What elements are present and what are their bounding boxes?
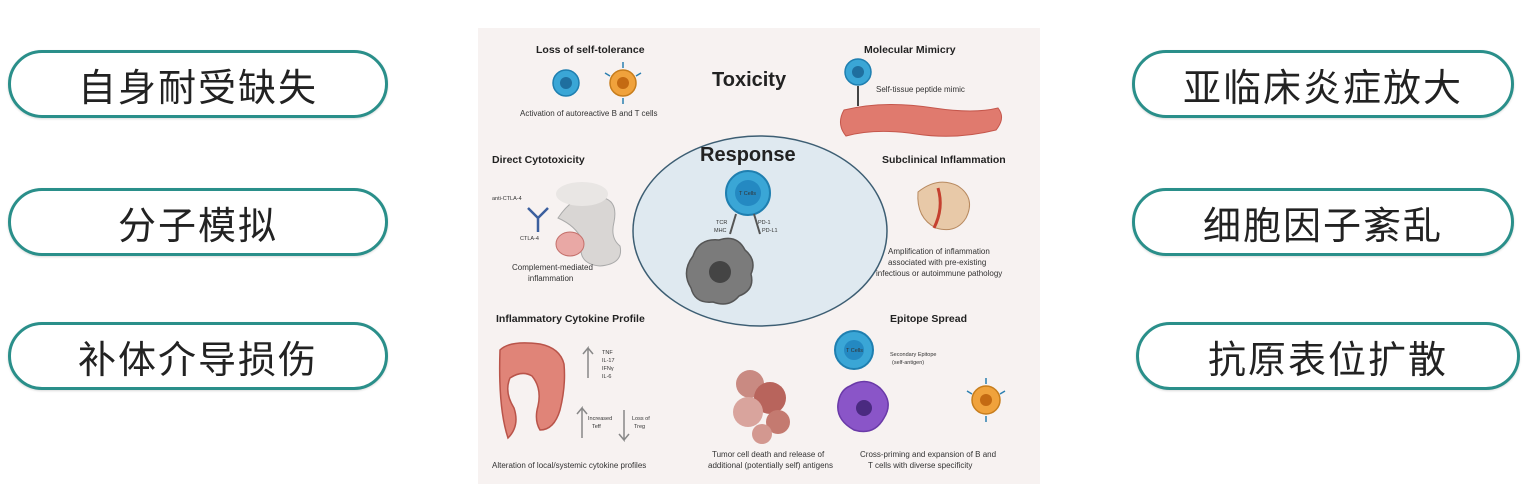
- self-tissue-icon: [840, 103, 1002, 137]
- toxicity-diagram-svg: Toxicity Response T Cells TCR MHC PD-1 P…: [492, 44, 1006, 470]
- pill-epitope-spread: 抗原表位扩散: [1136, 322, 1520, 390]
- epitope-title: Epitope Spread: [890, 313, 967, 325]
- epitope-antibody-icon: [966, 378, 1006, 422]
- t-cell-small-nucleus-icon: [560, 77, 572, 89]
- pill-subclinical-inflammation: 亚临床炎症放大: [1132, 50, 1514, 118]
- mimicry-t-cell-nucleus-icon: [852, 66, 864, 78]
- mimicry-caption: Self-tissue peptide mimic: [876, 85, 965, 94]
- pill-complement-damage: 补体介导损伤: [8, 322, 388, 390]
- b-cell-nucleus-icon: [617, 77, 629, 89]
- increased-teff-1: Increased: [588, 416, 612, 422]
- t-cell-label: T Cells: [739, 191, 756, 197]
- target-cell-icon: [555, 231, 585, 257]
- cross-priming-caption-2: T cells with diverse specificity: [868, 461, 972, 470]
- cytokine-ifng: IFNγ: [602, 366, 614, 372]
- treg-arrow-icon: [618, 410, 630, 443]
- increased-teff-2: Teff: [592, 424, 601, 430]
- tcr-receptor-icon: [729, 213, 737, 235]
- cross-priming-caption-1: Cross-priming and expansion of B and: [860, 450, 996, 459]
- cytokine-caption: Alteration of local/systemic cytokine pr…: [492, 461, 646, 470]
- antibody-ctla4-icon: [527, 207, 549, 232]
- apc-nucleus-icon: [856, 400, 872, 416]
- subclinical-title: Subclinical Inflammation: [882, 154, 1006, 166]
- cytokine-tnf: TNF: [602, 350, 613, 356]
- up-arrow-icon: [582, 345, 594, 378]
- subclinical-caption-1: Amplification of inflammation: [888, 247, 990, 256]
- t-cell-nucleus-icon: [735, 180, 761, 206]
- epitope-b-cell-nucleus-icon: [980, 394, 992, 406]
- self-tolerance-title: Loss of self-tolerance: [536, 44, 645, 56]
- response-title: Response: [700, 144, 796, 166]
- pill-cytokine-disorder: 细胞因子紊乱: [1132, 188, 1514, 256]
- tumor-death-caption-1: Tumor cell death and release of: [712, 450, 825, 459]
- pdl1-label: PD-L1: [762, 228, 778, 234]
- cytokine-il6: IL-6: [602, 374, 611, 380]
- inflammation-line-icon: [932, 187, 942, 229]
- anti-ctla4-label: anti-CTLA-4: [492, 196, 522, 202]
- teff-arrow-icon: [576, 405, 588, 438]
- direct-caption-1: Complement-mediated: [512, 263, 593, 272]
- joint-tissue-icon: [917, 181, 971, 231]
- direct-caption-2: inflammation: [528, 274, 573, 283]
- intestine-icon: [498, 342, 566, 440]
- ctla4-label: CTLA-4: [520, 236, 539, 242]
- tcr-label: TCR: [716, 220, 727, 226]
- direct-title: Direct Cytotoxicity: [492, 154, 585, 166]
- epitope-caption-2: (self-antigen): [892, 360, 924, 366]
- pill-self-tolerance-loss: 自身耐受缺失: [8, 50, 388, 118]
- cytokine-title: Inflammatory Cytokine Profile: [496, 313, 645, 325]
- toxicity-diagram: Toxicity Response T Cells TCR MHC PD-1 P…: [478, 28, 1040, 484]
- cytokine-il17: IL-17: [602, 358, 615, 364]
- self-tolerance-caption: Activation of autoreactive B and T cells: [520, 109, 658, 118]
- loss-treg-1: Loss of: [632, 416, 650, 422]
- mhc-label: MHC: [714, 228, 727, 234]
- tumor-nucleus-icon: [709, 261, 731, 283]
- subclinical-caption-3: infectious or autoimmune pathology: [876, 269, 1002, 278]
- pill-molecular-mimicry: 分子模拟: [8, 188, 388, 256]
- mimicry-title: Molecular Mimicry: [864, 44, 956, 56]
- epitope-t-cell-label: T Cells: [846, 348, 863, 354]
- epitope-t-cell-nucleus-icon: [844, 340, 864, 360]
- subclinical-caption-2: associated with pre-existing: [888, 258, 986, 267]
- epitope-caption-1: Secondary Epitope: [890, 352, 936, 358]
- complement-cloud-icon: [556, 182, 608, 206]
- pd1-receptor-icon: [753, 213, 761, 235]
- antibody-icon: [604, 62, 642, 104]
- loss-treg-2: Treg: [634, 424, 645, 430]
- tumor-death-caption-2: additional (potentially self) antigens: [708, 461, 833, 470]
- tumor-debris-icon: [733, 370, 790, 444]
- pd1-label: PD-1: [758, 220, 771, 226]
- diagram-title: Toxicity: [712, 69, 787, 91]
